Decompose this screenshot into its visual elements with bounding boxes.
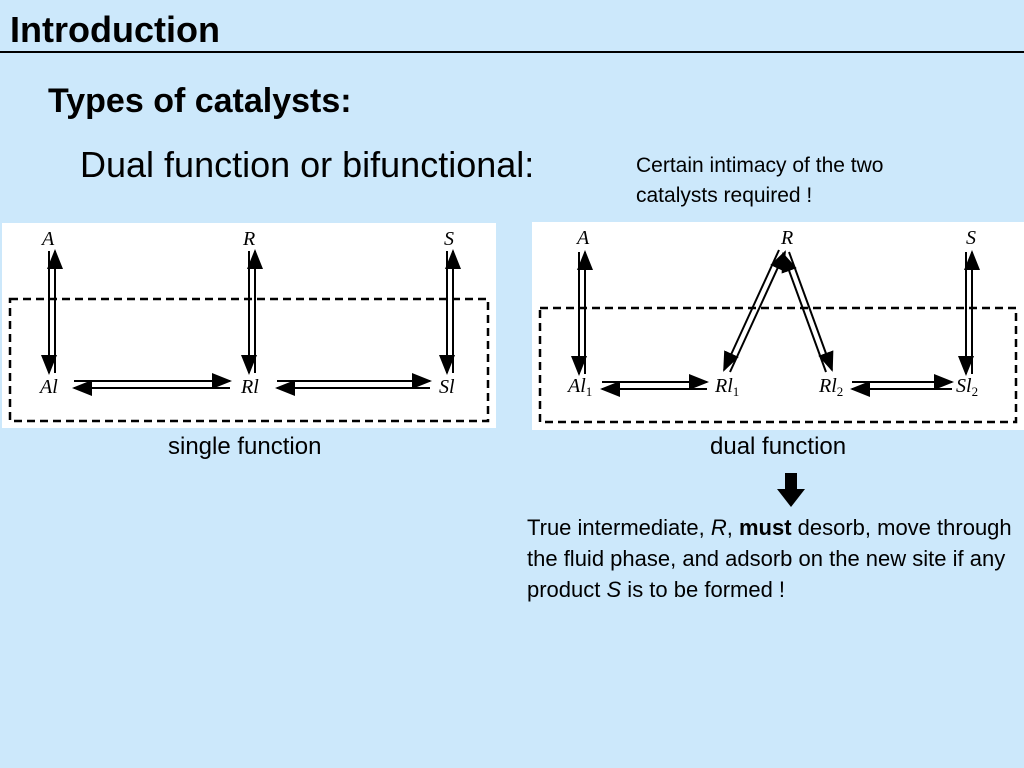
label-r: R [780, 227, 793, 249]
conclusion-part2: , [726, 515, 739, 540]
slide-title: Introduction [10, 9, 220, 50]
down-arrow-icon [777, 473, 805, 507]
dual-function-diagram: A R S Al1 Rl1 Rl2 Sl2 [532, 222, 1024, 430]
label-rl1: Rl1 [714, 375, 739, 399]
label-al1: Al1 [566, 375, 592, 399]
label-al: Al [38, 376, 58, 398]
label-sl: Sl [439, 376, 455, 398]
emphasis-must: must [738, 515, 792, 540]
single-function-schematic: A R S Al Rl Sl [8, 228, 490, 423]
conclusion-part4: is to be formed ! [621, 577, 786, 602]
label-a: A [40, 228, 55, 250]
section-heading: Types of catalysts: [48, 82, 352, 120]
single-function-diagram: A R S Al Rl Sl [2, 223, 496, 428]
label-r: R [242, 228, 255, 250]
label-rl: Rl [240, 376, 259, 398]
catalyst-boundary [538, 306, 1018, 424]
product-s: S [606, 577, 622, 602]
arrow-rl2-to-r [781, 252, 827, 373]
intimacy-note: Certain intimacy of the two catalysts re… [636, 154, 884, 207]
dual-function-schematic: A R S Al1 Rl1 Rl2 Sl2 [538, 227, 1018, 424]
single-function-caption: single function [168, 433, 322, 460]
conclusion-part1: True intermediate, [527, 515, 711, 540]
intermediate-r: R [710, 515, 727, 540]
title-divider [0, 51, 1024, 53]
conclusion-part3: desorb, move through the fluid phase, an… [527, 515, 1012, 602]
arrow-r-to-rl1 [723, 249, 780, 372]
arrow-r-to-rl2 [788, 251, 834, 372]
label-s: S [444, 228, 454, 250]
label-sl2: Sl2 [956, 375, 978, 399]
label-rl2: Rl2 [818, 375, 843, 399]
arrow-rl1-to-r [729, 250, 786, 373]
dual-function-caption: dual function [710, 433, 847, 460]
subheading: Dual function or bifunctional: [80, 144, 535, 185]
conclusion-text: True intermediate, R, must desorb, move … [527, 512, 1017, 605]
label-a: A [575, 227, 590, 249]
label-s: S [966, 227, 976, 249]
